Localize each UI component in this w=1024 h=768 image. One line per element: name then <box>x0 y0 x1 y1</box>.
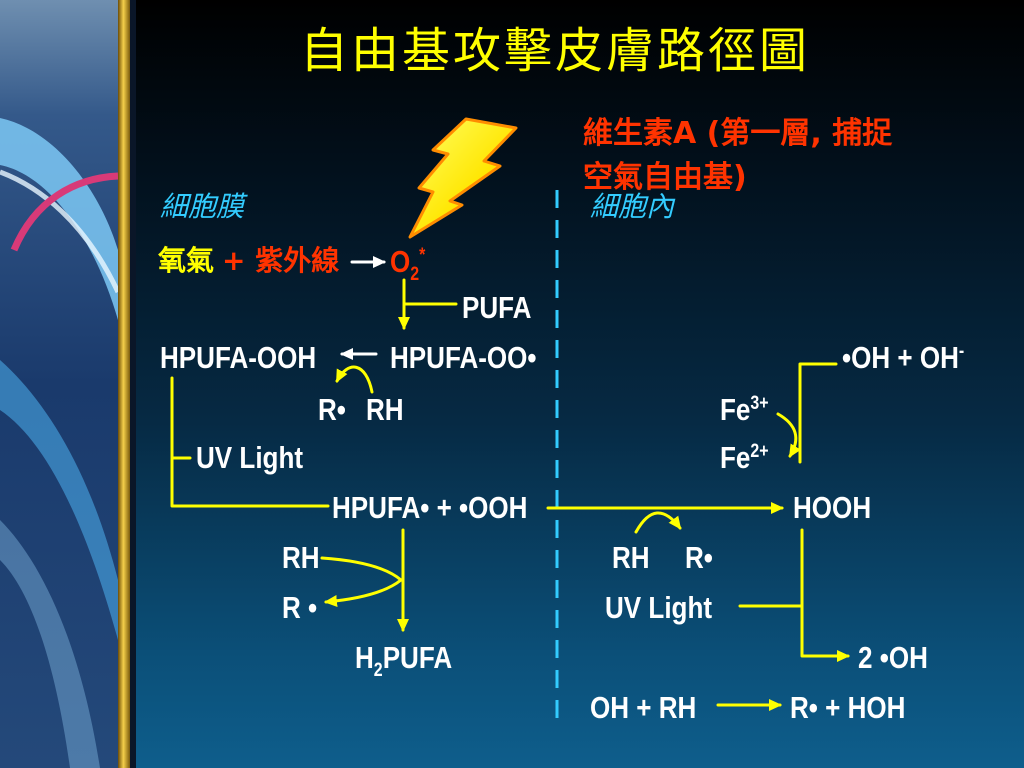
h2pufa-base: H <box>355 640 374 675</box>
decoration-swoosh <box>0 360 118 640</box>
gold-bar <box>118 0 130 768</box>
hydroxyl-pair: •OH + OH- <box>842 340 965 378</box>
fe2: Fe2+ <box>720 440 769 478</box>
r-plus-hoh: R• + HOH <box>790 690 906 725</box>
curve-rh-in <box>320 556 403 582</box>
h2pufa: H2PUFA <box>355 640 453 681</box>
o2-superscript: * <box>419 245 426 266</box>
curved-arrow-rh-to-r <box>335 365 374 394</box>
rh-intracellular: RH <box>612 540 650 575</box>
decoration-edge <box>130 0 136 768</box>
fe3-charge: 3+ <box>750 393 769 414</box>
uv-label: + 紫外線 <box>222 244 340 277</box>
o2-subscript: 2 <box>410 264 420 285</box>
fe2-charge: 2+ <box>750 441 769 462</box>
hpufa-radical-pair: HPUFA• + •OOH <box>332 490 528 525</box>
curve-r-out <box>324 578 403 607</box>
decoration-swoosh <box>0 520 100 768</box>
decoration-pink-arc <box>10 172 119 252</box>
reaction-oxygen-uv: 氧氣+ 紫外線 <box>158 244 339 278</box>
uv-light-intracellular: UV Light <box>605 590 713 625</box>
lightning-icon <box>408 117 518 239</box>
h2pufa-rest: PUFA <box>382 640 453 675</box>
fe2-base: Fe <box>720 440 751 475</box>
o2-excited: O2* <box>390 244 426 285</box>
fe3: Fe3+ <box>720 392 769 430</box>
hydroxyl-pair-main: •OH + OH <box>842 340 959 375</box>
r-radical-intracellular: R• <box>685 540 713 575</box>
oxygen-label: 氧氣 <box>158 244 215 277</box>
curved-arrow-rh-to-r-right <box>634 511 682 534</box>
hooh: HOOH <box>793 490 872 525</box>
page-title: 自由基攻擊皮膚路徑圖 <box>300 23 811 79</box>
left-decoration <box>0 0 136 768</box>
vitamin-note-line2: 空氣自由基) <box>583 160 747 195</box>
oh-plus-rh: OH + RH <box>590 690 697 725</box>
vitamin-note-line1: 維生素A (第一層, 捕捉 <box>583 116 893 151</box>
curved-arrow-fe3-to-fe2 <box>776 412 801 458</box>
o2-base: O <box>390 244 411 279</box>
decoration-highlight <box>0 169 121 294</box>
decoration-swoosh <box>0 118 118 320</box>
uv-light-membrane: UV Light <box>196 440 304 475</box>
hpufa-ooh: HPUFA-OOH <box>160 340 317 375</box>
pufa: PUFA <box>462 290 532 325</box>
rh: RH <box>366 392 404 427</box>
label-intracellular: 細胞內 <box>590 190 675 223</box>
label-cell-membrane: 細胞膜 <box>160 190 245 223</box>
rh-lower: RH <box>282 540 320 575</box>
arrow-to-two-oh <box>800 528 850 662</box>
fe3-base: Fe <box>720 392 751 427</box>
two-hydroxyl-radicals: 2 •OH <box>858 640 928 675</box>
hydroxyl-charge: - <box>958 341 965 362</box>
r-radical-lower: R • <box>282 590 318 625</box>
connector-to-hydroxyl <box>798 362 838 464</box>
r-radical: R• <box>318 392 346 427</box>
hpufa-oo-radical: HPUFA-OO• <box>390 340 537 375</box>
h2pufa-subscript: 2 <box>373 660 383 681</box>
